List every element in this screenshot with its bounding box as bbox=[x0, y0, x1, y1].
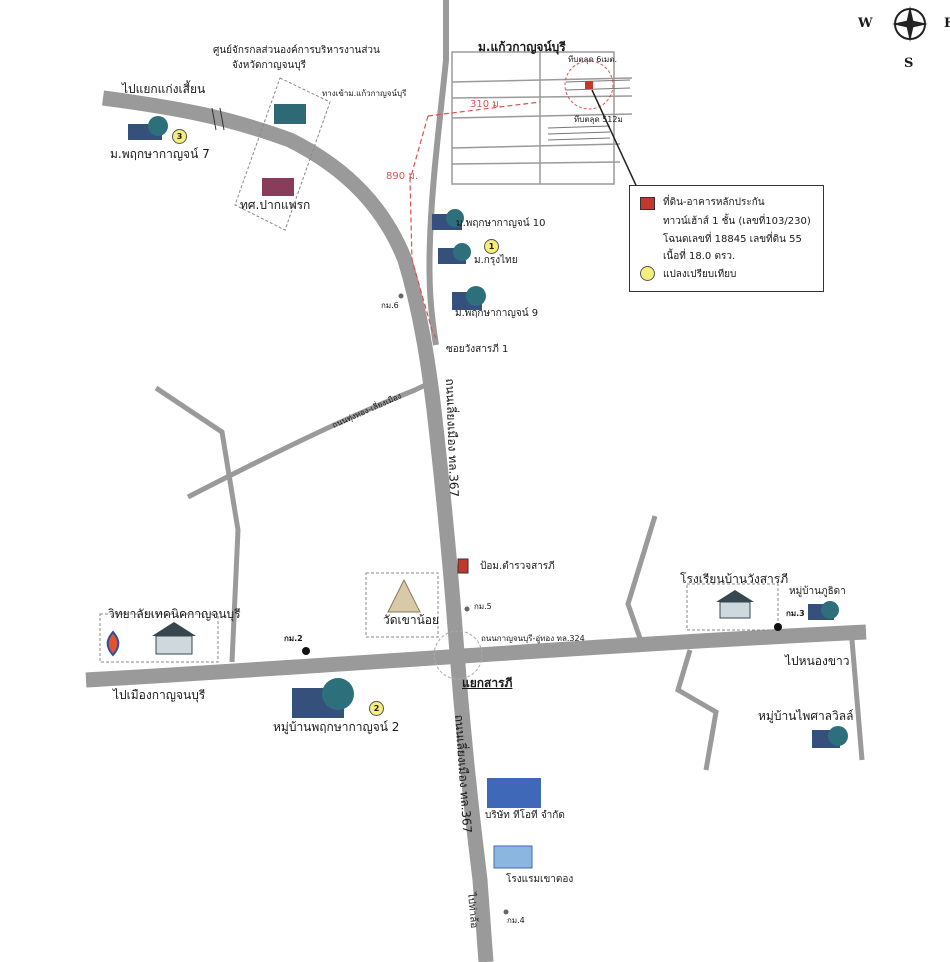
college-logo-icon bbox=[106, 630, 120, 657]
km-star-markers bbox=[398, 293, 509, 915]
east-branch-road-1 bbox=[625, 515, 658, 645]
label-dead-end-bottom: ทีบตลุด 512ม bbox=[574, 115, 623, 124]
comparison-swatch bbox=[640, 266, 655, 281]
label-agency-line1: ศูนย์จักรกลส่วนองค์การบริหารงานส่วน bbox=[213, 45, 380, 56]
label-hotel-khao-tong: โรงแรมเขาตอง bbox=[506, 874, 574, 885]
comparison-badge-2: 2 bbox=[369, 701, 384, 716]
label-km3: กม.3 bbox=[786, 609, 805, 618]
label-km5: กม.5 bbox=[474, 602, 492, 611]
hotel-icon bbox=[493, 845, 533, 869]
company-icon bbox=[487, 778, 541, 808]
label-dead-end-top: ทีบตลุด 6เมต. bbox=[568, 55, 618, 64]
legend-collateral-line3: เนื้อที่ 18.0 ตรว. bbox=[663, 251, 736, 262]
east-branch-road-2 bbox=[675, 649, 719, 771]
compass-rose: W E S bbox=[858, 2, 950, 74]
route-dashed bbox=[409, 101, 541, 339]
label-to-kaeng-sian: ไปแยกแก่งเสี้ยน bbox=[122, 82, 206, 96]
legend-pointer bbox=[591, 89, 641, 195]
compass-west: W bbox=[858, 16, 873, 31]
label-school-wang-sarapi: โรงเรียนบ้านวังสารภี bbox=[680, 572, 789, 586]
compass-south: S bbox=[904, 56, 914, 71]
compass-icon bbox=[892, 6, 928, 42]
label-dist-890: 890 ม. bbox=[386, 171, 419, 182]
label-village-9: ม.พฤกษากาญจน์ 9 bbox=[455, 308, 539, 319]
legend-collateral-title: ที่ดิน-อาคารหลักประกัน bbox=[663, 197, 765, 208]
thung-thong-road bbox=[186, 377, 438, 500]
label-village-7: ม.พฤกษากาญจน์ 7 bbox=[110, 147, 210, 161]
label-dist-310: 310 ม. bbox=[470, 99, 503, 110]
townhouse-rows bbox=[547, 79, 631, 141]
label-school-pak-phraek: ทศ.ปากแพรก bbox=[240, 198, 311, 212]
village-access-road bbox=[426, 0, 449, 346]
comparison-badge-1: 1 bbox=[484, 239, 499, 254]
tree-icons bbox=[148, 116, 848, 746]
west-branch-road bbox=[154, 385, 241, 663]
temple-icon bbox=[387, 578, 421, 613]
label-village-10: ม.พฤกษากาญจน์ 10 bbox=[456, 218, 546, 229]
comparison-badge-3: 3 bbox=[172, 129, 187, 144]
legend-collateral-line1: ทาวน์เฮ้าส์ 1 ชั้น (เลขที่103/230) bbox=[663, 216, 811, 227]
dashed-zones bbox=[99, 77, 779, 663]
label-km6: กม.6 bbox=[381, 301, 399, 310]
collateral-marker bbox=[585, 81, 593, 89]
collateral-swatch bbox=[640, 197, 655, 210]
east-branch-road-3 bbox=[849, 639, 865, 761]
junction-circle bbox=[433, 630, 483, 680]
agency-building-icon bbox=[274, 104, 306, 124]
map-legend: ที่ดิน-อาคารหลักประกัน ทาวน์เฮ้าส์ 1 ชั้… bbox=[629, 185, 824, 292]
label-village-top: ม.แก้วกาญจน์บุรี bbox=[478, 40, 566, 54]
label-km2: กม.2 bbox=[284, 634, 303, 643]
label-road-324: ถนนกาญจนบุรี-อู่ทอง ทล.324 bbox=[481, 634, 585, 643]
village-block bbox=[451, 51, 633, 185]
label-soi-wang-sarapi: ซอยวังสารภี 1 bbox=[446, 344, 509, 355]
label-village-phu-thida: หมู่บ้านภูธิดา bbox=[789, 586, 846, 597]
road-break bbox=[211, 107, 225, 131]
label-company-tio: บริษัท ทีโอที จำกัด bbox=[485, 810, 565, 821]
route-324-road bbox=[85, 624, 867, 688]
school-wang-sarapi-icon bbox=[719, 601, 751, 619]
label-km4: กม.4 bbox=[507, 916, 525, 925]
label-police-box: ป้อม.ตำรวจสารภี bbox=[480, 561, 555, 572]
label-village-2: หมู่บ้านพฤกษากาญจน์ 2 bbox=[273, 720, 400, 734]
legend-collateral-line2: โฉนดเลขที่ 18845 เลขที่ดิน 55 bbox=[663, 234, 802, 245]
label-to-tha-muang: ไปท่าล้อ bbox=[465, 892, 480, 929]
compass-east: E bbox=[944, 16, 950, 31]
label-village-krungthai: ม.กรุงไทย bbox=[474, 255, 518, 266]
label-to-kanchanaburi: ไปเมืองกาญจนบุรี bbox=[113, 688, 206, 702]
label-entrance: ทางเข้าม.แก้วกาญจน์บุรี bbox=[322, 89, 407, 98]
label-wat-khao-noi: วัดเขาน้อย bbox=[383, 613, 440, 627]
label-to-nong-khao: ไปหนองขาว bbox=[785, 654, 850, 668]
collateral-radius bbox=[564, 60, 614, 110]
km3-dot bbox=[774, 623, 782, 631]
tech-college-icon bbox=[155, 635, 193, 655]
label-village-phaisan: หมู่บ้านไพศาลวิลล์ bbox=[758, 709, 854, 723]
label-tech-college: วิทยาลัยเทคนิคกาญจนบุรี bbox=[108, 607, 241, 621]
legend-comparison-label: แปลงเปรียบเทียบ bbox=[663, 269, 737, 280]
police-box-icon bbox=[457, 558, 469, 574]
highway-367-road bbox=[102, 90, 494, 962]
school-icon bbox=[262, 178, 294, 196]
label-agency-line2: จังหวัดกาญจนบุรี bbox=[232, 60, 307, 71]
label-sarapi-junction: แยกสารภี bbox=[462, 676, 513, 690]
km2-dot bbox=[302, 647, 310, 655]
